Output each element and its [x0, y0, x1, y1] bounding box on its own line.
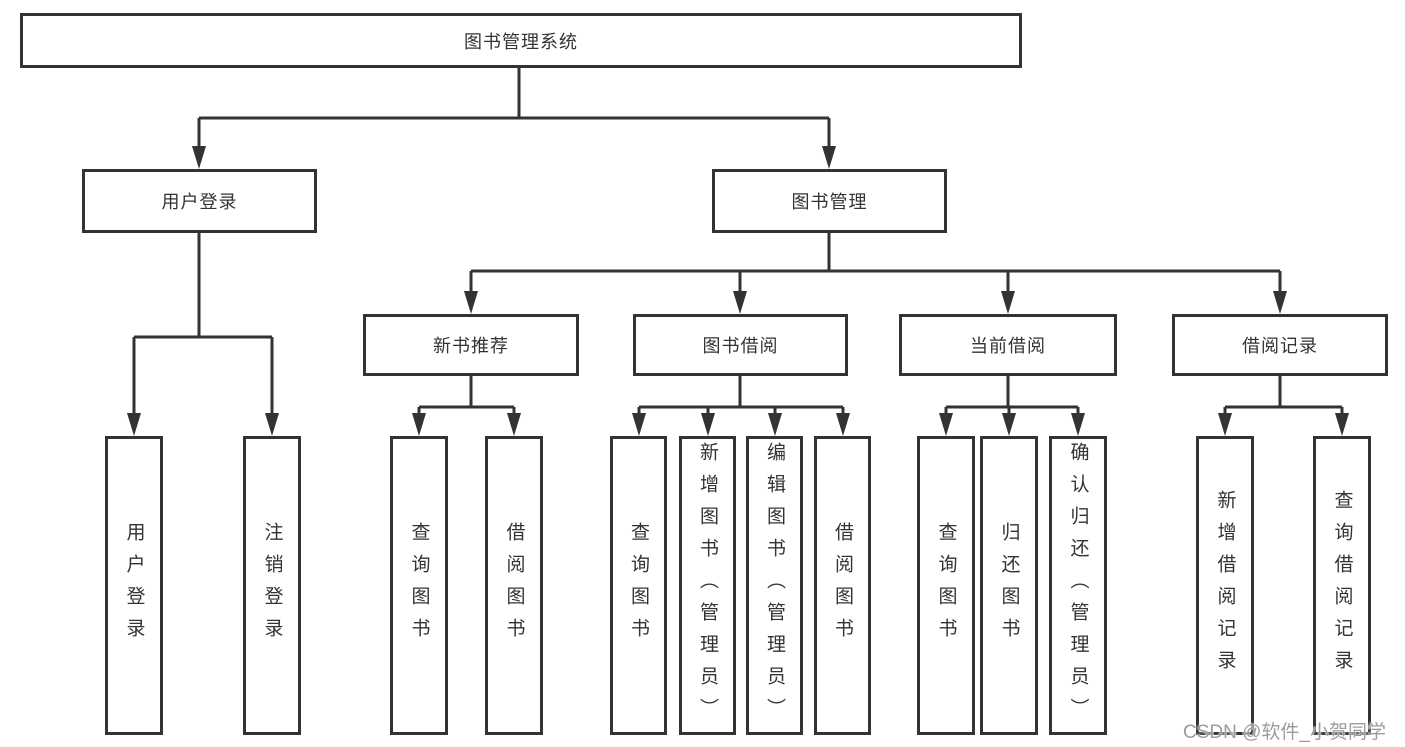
arrow-down-icon — [939, 413, 953, 436]
leaf-confirm-return-admin: 确认归还（管理员） — [1049, 436, 1107, 735]
node-label: 图书管理系统 — [464, 31, 578, 52]
node-user-login: 用户登录 — [82, 169, 317, 233]
node-label: 图书借阅 — [702, 336, 779, 356]
node-root: 图书管理系统 — [20, 13, 1022, 68]
node-label: 新书推荐 — [433, 336, 509, 356]
csdn-watermark: CSDN @软件_小贺同学 — [1183, 722, 1386, 743]
node-label: 新增借阅记录 — [1214, 489, 1236, 682]
node-label: 归还图书 — [998, 521, 1020, 650]
arrow-down-icon — [1273, 291, 1287, 314]
node-label: 用户登录 — [161, 192, 238, 212]
arrow-down-icon — [822, 146, 836, 169]
node-label: 查询借阅记录 — [1331, 489, 1353, 682]
connector-path — [944, 376, 1080, 413]
leaf-return-book: 归还图书 — [980, 436, 1038, 735]
node-label: 查询图书 — [628, 521, 649, 650]
leaf-borrow-books-recommend: 借阅图书 — [485, 436, 543, 735]
node-new-book-recommend: 新书推荐 — [363, 314, 579, 376]
node-book-management: 图书管理 — [712, 169, 947, 233]
arrow-down-icon — [1218, 413, 1232, 436]
leaf-borrow-books: 借阅图书 — [814, 436, 871, 735]
arrow-down-icon — [127, 413, 141, 436]
connector-path — [1223, 376, 1344, 413]
arrow-down-icon — [507, 413, 521, 436]
arrow-down-icon — [1071, 413, 1085, 436]
leaf-user-login: 用户登录 — [105, 436, 163, 735]
connector-path — [132, 233, 274, 413]
leaf-edit-book-admin: 编辑图书（管理员） — [746, 436, 803, 735]
node-label: 借阅图书 — [832, 521, 853, 650]
leaf-query-books-recommend: 查询图书 — [390, 436, 448, 735]
arrow-down-icon — [733, 291, 747, 314]
node-label: 新增图书（管理员） — [697, 441, 718, 730]
node-label: 借阅图书 — [503, 521, 525, 650]
node-current-borrow: 当前借阅 — [899, 314, 1117, 376]
arrow-down-icon — [265, 413, 279, 436]
leaf-query-books-current: 查询图书 — [917, 436, 975, 735]
arrow-down-icon — [768, 413, 782, 436]
connector-path — [417, 376, 516, 413]
arrow-down-icon — [1335, 413, 1349, 436]
arrow-down-icon — [192, 146, 206, 169]
node-label: 当前借阅 — [970, 336, 1046, 356]
node-label: 查询图书 — [935, 521, 957, 650]
connector-path — [197, 68, 831, 146]
node-label: 编辑图书（管理员） — [764, 441, 785, 730]
arrow-down-icon — [1001, 291, 1015, 314]
node-label: 注销登录 — [261, 521, 283, 650]
node-label: 确认归还（管理员） — [1067, 441, 1089, 730]
arrow-down-icon — [464, 291, 478, 314]
leaf-add-book-admin: 新增图书（管理员） — [679, 436, 736, 735]
leaf-logout: 注销登录 — [243, 436, 301, 735]
arrow-down-icon — [1002, 413, 1016, 436]
leaf-add-borrow-record: 新增借阅记录 — [1196, 436, 1254, 735]
node-label: 查询图书 — [408, 521, 430, 650]
arrow-down-icon — [412, 413, 426, 436]
arrow-down-icon — [836, 413, 850, 436]
node-label: 图书管理 — [791, 192, 868, 212]
node-book-borrow: 图书借阅 — [633, 314, 848, 376]
leaf-query-books-borrow: 查询图书 — [610, 436, 667, 735]
node-label: 用户登录 — [123, 521, 145, 650]
connector-path — [637, 376, 845, 413]
connector-path — [469, 233, 1282, 291]
arrow-down-icon — [632, 413, 646, 436]
leaf-query-borrow-record: 查询借阅记录 — [1313, 436, 1371, 735]
node-label: 借阅记录 — [1242, 336, 1318, 356]
arrow-down-icon — [701, 413, 715, 436]
node-borrow-records: 借阅记录 — [1172, 314, 1388, 376]
